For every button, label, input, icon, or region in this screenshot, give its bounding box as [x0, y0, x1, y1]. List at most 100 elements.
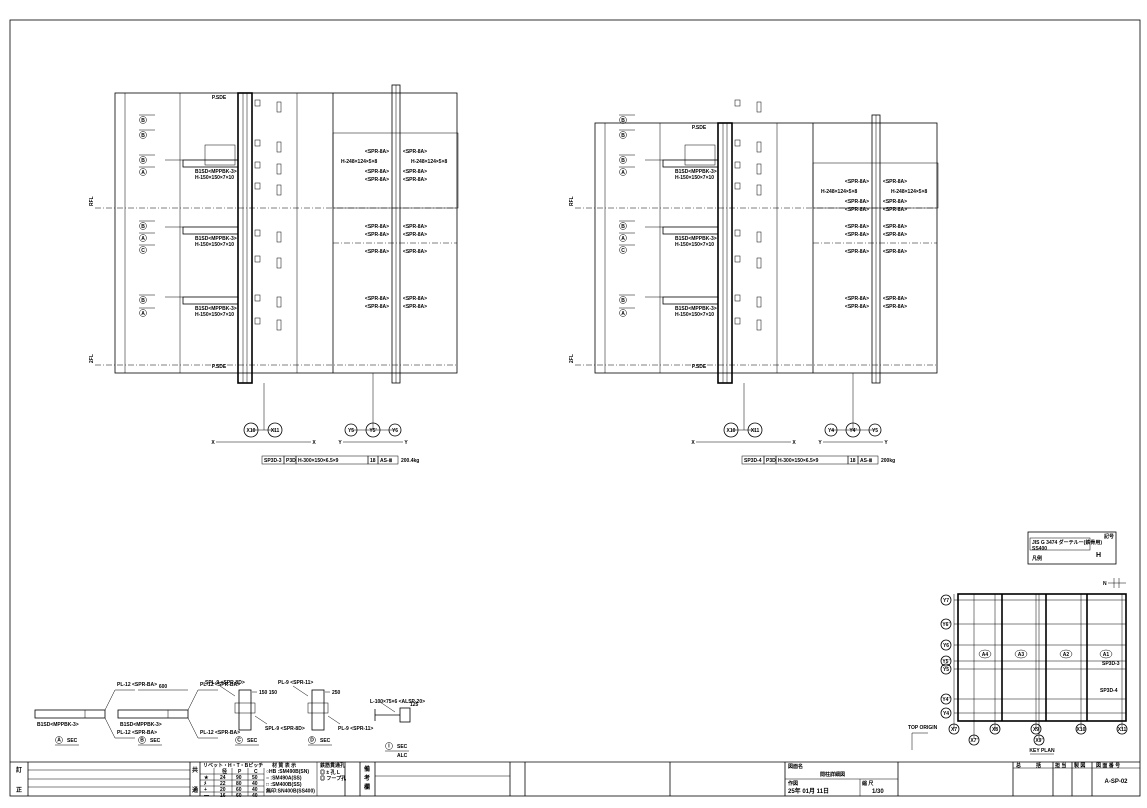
dim-box — [684, 144, 716, 166]
plate-tag: <SPR-8A> — [403, 224, 427, 230]
material-row: □ :SM400B(SS) — [266, 782, 302, 788]
plate-tag: <SPR-8A> — [365, 232, 389, 238]
plate-tag: <SPR-8A> — [883, 207, 907, 213]
weld-mark: B — [621, 118, 625, 124]
beam — [182, 226, 239, 235]
section-column — [311, 689, 325, 731]
plate-tag: <SPR-8A> — [403, 177, 427, 183]
grid-bubble — [365, 422, 381, 438]
date-value: 25年 01月 11日 — [788, 787, 829, 795]
section-mark: Y — [884, 440, 888, 446]
member-weight: 200.4kg — [401, 458, 419, 464]
member-table-text: H-300×150×6.5×9 — [778, 458, 819, 464]
grid-bubble — [243, 422, 259, 438]
plate-tag: <SPR-8A> — [403, 232, 427, 238]
revision-label: 正 — [16, 787, 22, 794]
alc-angle — [399, 707, 411, 723]
grid-bubble — [989, 723, 1001, 735]
grid-bubble — [1030, 723, 1042, 735]
weld-symbol-icon — [619, 131, 627, 139]
plate-tag: <SPR-8A> — [403, 149, 427, 155]
member-table-text: P3D — [286, 458, 296, 464]
section-label: SEC — [150, 738, 161, 744]
weld-mark: B — [621, 133, 625, 139]
legend-line3: 凡例 — [1032, 555, 1042, 562]
grid-label: Y4' — [942, 697, 949, 703]
weld-symbol-icon — [139, 131, 147, 139]
weld-mark: B — [621, 224, 625, 230]
material-row: ○ :SM490A(SS) — [266, 776, 302, 782]
weld-symbol-icon — [139, 296, 147, 304]
keyplan-outline — [957, 593, 1127, 722]
upper-panel — [332, 132, 459, 209]
leader — [379, 701, 396, 713]
section-label: SEC — [320, 738, 331, 744]
member-tag: B1SD<MPPBK-3> — [37, 722, 79, 728]
bolt-table-cell: 90 — [236, 775, 242, 781]
plate-tag: <SPR-8A> — [365, 177, 389, 183]
upper-panel — [812, 162, 939, 209]
weld-mark: C — [141, 248, 145, 254]
plate-tag: <SPR-8A> — [403, 304, 427, 310]
revision-label: 訂 — [16, 766, 22, 774]
dim-text: 600 — [159, 684, 168, 690]
stiffener-plate — [254, 161, 261, 169]
grid-label: Y4 — [828, 428, 834, 434]
scale-label: 縮 尺 — [862, 780, 873, 787]
stiffener-plate — [254, 139, 261, 147]
zone-marker — [1014, 649, 1028, 659]
plate-label: PL-12 <SPR-BA> — [117, 682, 157, 688]
stiffener-plate — [734, 99, 741, 107]
h-section-icon: H — [1096, 552, 1101, 559]
member-size: H-150×150×7×10 — [675, 242, 714, 248]
grid-bubble — [388, 423, 402, 437]
member-table-text: P3D — [766, 458, 776, 464]
floor-label: RFL — [569, 196, 575, 206]
weld-mark: B — [141, 158, 145, 164]
dim-tick — [276, 163, 282, 175]
main-column — [717, 122, 733, 384]
stiffener-plate — [734, 161, 741, 169]
grid-bubble — [1075, 723, 1087, 735]
dim-tick — [756, 257, 762, 269]
plate-tag: <SPR-8A> — [365, 149, 389, 155]
bolt-table-cell: 50 — [252, 775, 258, 781]
grid-bubble — [723, 422, 739, 438]
member-size: H-150×150×7×10 — [195, 242, 234, 248]
section-mark: I — [388, 744, 390, 750]
top-beam-size: H-248×124×5×8 — [341, 159, 378, 165]
weld-mark: A — [621, 170, 625, 176]
bolt-table-cell: 60 — [236, 787, 242, 793]
weld-mark: B — [141, 118, 145, 124]
member-size: H-150×150×7×10 — [195, 175, 234, 181]
bolt-table-header: 径 — [222, 768, 227, 775]
plate-tag: <SPR-8A> — [845, 179, 869, 185]
stiffener-plate — [254, 229, 261, 237]
member-tag: B1SD<MPPBK-3> — [675, 169, 717, 175]
scale-value: 1/30 — [872, 789, 884, 795]
date-label: 作図 — [788, 780, 798, 787]
plate-tag: <SPR-8A> — [883, 249, 907, 255]
dim-text: 150 150 — [259, 690, 277, 696]
grid-label: Y6 — [392, 428, 398, 434]
plate-label: SPL-9 <SPR-8D> — [205, 680, 245, 686]
dim-text: 250 — [332, 690, 341, 696]
dim-tick — [276, 231, 282, 243]
grid-label: Y7 — [943, 598, 949, 604]
section-sub: ALC — [397, 753, 408, 759]
elevation-frame — [594, 122, 938, 374]
plate-tag: <SPR-8A> — [883, 232, 907, 238]
dim-tick — [756, 319, 762, 331]
plate-tag: <SPR-8A> — [883, 296, 907, 302]
section-beam — [34, 709, 106, 719]
plate-tag: <SPR-8A> — [845, 232, 869, 238]
grid-bubble — [940, 663, 952, 675]
legend-frame — [1027, 531, 1117, 565]
plate-label: L-100×75×6 <ALSP-20> — [370, 699, 425, 705]
beam — [182, 296, 239, 305]
grid-label: X11 — [271, 428, 280, 434]
section-b: PL-12 <SPR-BA>PL-12 <SPR-BA>B1SD<MPPBK-3… — [117, 682, 240, 746]
zone-marker — [1099, 649, 1113, 659]
